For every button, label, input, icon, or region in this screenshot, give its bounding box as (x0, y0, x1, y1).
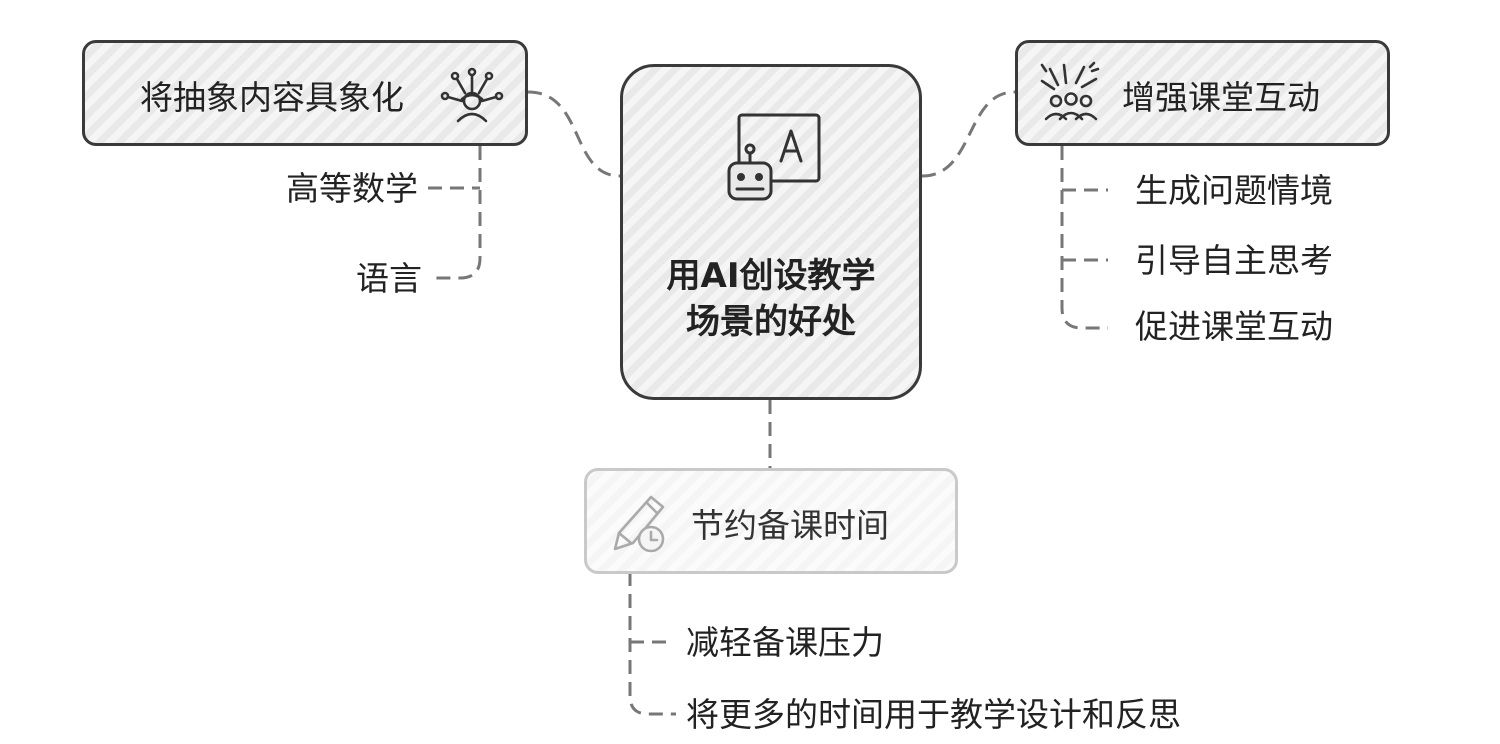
network-person-icon (440, 63, 504, 131)
connector-right-center (921, 90, 1016, 178)
node-concretize-abstract: 将抽象内容具象化 (82, 40, 528, 146)
connector-bottom-items (628, 572, 676, 716)
group-celebration-icon (1036, 61, 1106, 131)
left-item-advanced-math: 高等数学 (286, 169, 418, 208)
center-title: 用AI创设教学 场景的好处 (623, 253, 919, 345)
pencil-clock-icon (607, 489, 671, 561)
bottom-item-reduce-pressure: 减轻备课压力 (686, 623, 884, 662)
robot-presenter-icon (723, 111, 823, 211)
right-item-promote-interaction: 促进课堂互动 (1135, 307, 1333, 346)
right-item-guide-thinking: 引导自主思考 (1135, 241, 1333, 280)
connector-left-center (527, 90, 621, 178)
left-item-language: 语言 (356, 259, 422, 298)
center-title-line-1: 用AI创设教学 (666, 256, 876, 296)
node-title: 将抽象内容具象化 (140, 78, 404, 117)
node-title: 节约备课时间 (691, 506, 889, 545)
node-enhance-interaction: 增强课堂互动 (1015, 40, 1390, 146)
connector-right-items (1060, 146, 1108, 330)
node-center-topic: 用AI创设教学 场景的好处 (620, 64, 922, 400)
center-title-line-2: 场景的好处 (686, 302, 856, 342)
node-title: 增强课堂互动 (1122, 78, 1320, 117)
connector-left-items (430, 146, 482, 280)
bottom-item-more-time-design: 将更多的时间用于教学设计和反思 (686, 695, 1181, 734)
node-save-prep-time: 节约备课时间 (584, 468, 958, 574)
right-item-generate-scenario: 生成问题情境 (1135, 171, 1333, 210)
